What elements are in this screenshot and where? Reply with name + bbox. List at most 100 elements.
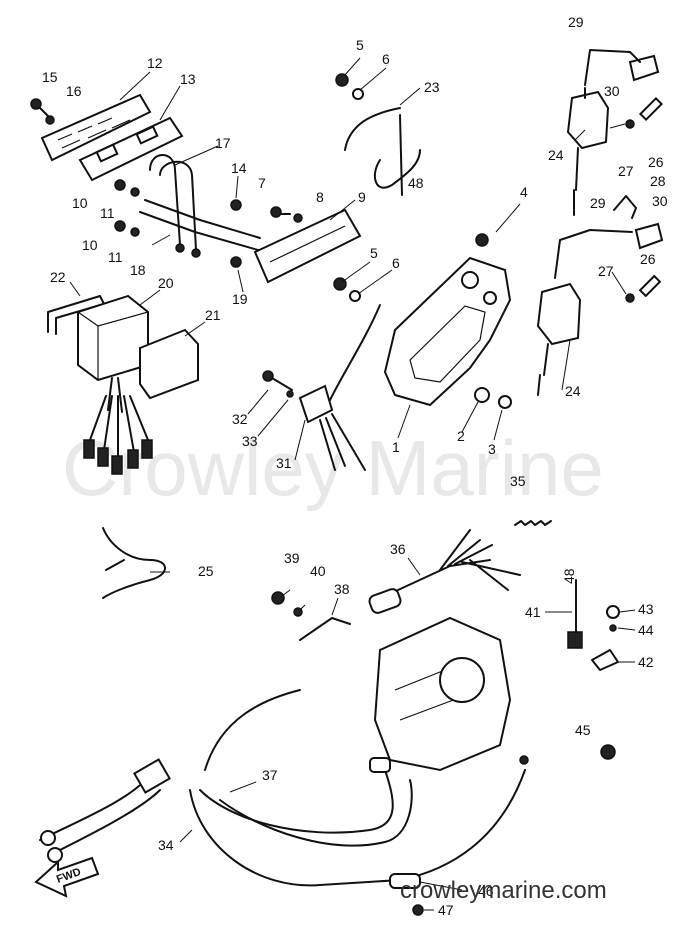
callout-22: 22 xyxy=(50,269,66,285)
callout-numbers: 1 2 3 4 5 5 6 6 7 8 9 10 10 11 11 12 13 … xyxy=(42,14,668,918)
screw-47[interactable] xyxy=(412,904,424,916)
callout-24-lower: 24 xyxy=(565,383,581,399)
callout-35: 35 xyxy=(510,473,526,489)
regulator-31[interactable] xyxy=(298,304,381,471)
callout-23: 23 xyxy=(424,79,440,95)
screw-19[interactable] xyxy=(230,256,242,268)
washer-27-lower[interactable] xyxy=(625,293,635,303)
washer-33[interactable] xyxy=(286,390,294,398)
plug-cap-30-upper[interactable] xyxy=(628,54,660,82)
callout-37: 37 xyxy=(262,767,278,783)
callout-2: 2 xyxy=(457,428,465,444)
washer-27-upper[interactable] xyxy=(625,119,635,129)
wire-harness-17[interactable] xyxy=(139,154,261,258)
washer-6-upper[interactable] xyxy=(352,88,364,100)
screw-14[interactable] xyxy=(230,199,242,211)
callout-33: 33 xyxy=(242,433,258,449)
callout-15: 15 xyxy=(42,69,58,85)
callout-14: 14 xyxy=(231,160,247,176)
nut-45[interactable] xyxy=(600,744,616,760)
bolt-4[interactable] xyxy=(475,233,489,247)
callout-29-lower: 29 xyxy=(590,195,606,211)
label-plate-12[interactable] xyxy=(40,93,152,162)
clip-42[interactable] xyxy=(591,649,619,671)
clamp-38[interactable] xyxy=(299,617,351,641)
callout-38: 38 xyxy=(334,581,350,597)
callout-5-lower: 5 xyxy=(370,245,378,261)
callout-36: 36 xyxy=(390,541,406,557)
washer-8[interactable] xyxy=(293,213,303,223)
cdi-unit-20[interactable] xyxy=(77,294,153,475)
fwd-arrow: FWD xyxy=(34,856,100,898)
screw-15[interactable] xyxy=(30,98,49,117)
hi-tension-cord-29-upper[interactable] xyxy=(584,49,641,86)
lead-wire-23[interactable] xyxy=(344,107,421,196)
cover-9[interactable] xyxy=(253,208,362,284)
grommet-13[interactable] xyxy=(78,116,184,182)
callout-19: 19 xyxy=(232,291,248,307)
callout-10-upper: 10 xyxy=(72,195,88,211)
mounting-bracket-1[interactable] xyxy=(383,256,512,407)
washer-6-lower[interactable] xyxy=(349,290,361,302)
ignition-coil-24-upper[interactable] xyxy=(566,87,610,216)
bolt-26-upper[interactable] xyxy=(638,96,664,122)
grommet-46[interactable] xyxy=(389,873,421,889)
callout-5-upper: 5 xyxy=(356,37,364,53)
lead-wire-25[interactable] xyxy=(102,527,166,599)
callout-32: 32 xyxy=(232,411,248,427)
hi-tension-cord-29-lower[interactable] xyxy=(554,229,633,279)
callout-3: 3 xyxy=(488,441,496,457)
ignition-coil-24-lower[interactable] xyxy=(536,282,582,396)
spring-35[interactable] xyxy=(514,520,552,526)
callout-8: 8 xyxy=(316,189,324,205)
wire-harness-36[interactable] xyxy=(368,529,521,615)
screw-32[interactable] xyxy=(262,370,293,391)
callout-10-lower: 10 xyxy=(82,237,98,253)
washer-11-lower[interactable] xyxy=(130,227,140,237)
callout-39: 39 xyxy=(284,550,300,566)
bolt-26-lower[interactable] xyxy=(638,274,662,298)
callout-43: 43 xyxy=(638,601,654,617)
watermark-text: Crowley Marine xyxy=(62,424,604,512)
callout-11-lower: 11 xyxy=(108,249,123,265)
screw-39[interactable] xyxy=(271,591,285,605)
callout-7: 7 xyxy=(258,175,266,191)
bracket-22[interactable] xyxy=(47,295,105,335)
cover-21[interactable] xyxy=(139,328,199,400)
callout-17: 17 xyxy=(215,135,231,151)
lower-casing xyxy=(373,616,512,772)
callout-16: 16 xyxy=(66,83,82,99)
collar-2[interactable] xyxy=(474,387,490,403)
callout-29-upper: 29 xyxy=(568,14,584,30)
nut-3[interactable] xyxy=(498,395,512,409)
callout-44: 44 xyxy=(638,622,654,638)
washer-11-upper[interactable] xyxy=(130,187,140,197)
callout-6-upper: 6 xyxy=(382,51,390,67)
washer-16[interactable] xyxy=(45,115,55,125)
callout-31: 31 xyxy=(276,455,292,471)
bolt-43[interactable] xyxy=(606,605,620,619)
callout-1: 1 xyxy=(392,439,400,455)
screw-7[interactable] xyxy=(270,206,291,218)
wire-harness-37[interactable] xyxy=(199,689,413,847)
bolt-5-upper[interactable] xyxy=(335,73,349,87)
wire-harness-34[interactable] xyxy=(39,755,529,887)
callout-11-upper: 11 xyxy=(100,205,115,221)
plug-cap-30-lower[interactable] xyxy=(634,222,664,250)
bolt-10-upper[interactable] xyxy=(114,179,126,191)
bolt-5-lower[interactable] xyxy=(333,277,347,291)
callout-48-lower: 48 xyxy=(561,568,577,584)
callout-41: 41 xyxy=(525,604,541,620)
washer-44[interactable] xyxy=(609,624,617,632)
callout-45: 45 xyxy=(575,722,591,738)
callout-4: 4 xyxy=(520,184,528,200)
clamp-28[interactable] xyxy=(613,195,637,219)
callout-48-upper: 48 xyxy=(408,175,424,191)
callout-30-upper: 30 xyxy=(604,83,620,99)
bolt-10-lower[interactable] xyxy=(114,220,126,232)
switch-41[interactable] xyxy=(567,579,583,649)
callout-28: 28 xyxy=(650,173,666,189)
callout-47: 47 xyxy=(438,902,454,918)
callout-40: 40 xyxy=(310,563,326,579)
